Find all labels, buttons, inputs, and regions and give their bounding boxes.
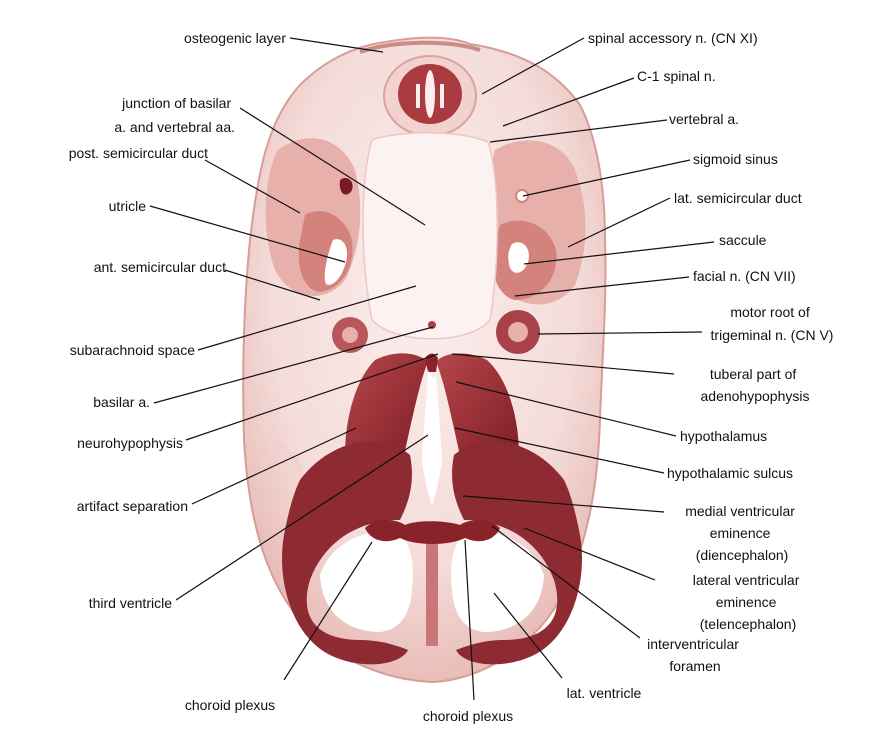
leader-subarachnoid-space: [197, 285, 417, 351]
leader-lateral-ventricular: [523, 527, 656, 581]
label-hypothalamic-sulcus: hypothalamic sulcus: [667, 465, 793, 481]
label-facial-n: facial n. (CN VII): [693, 268, 796, 284]
diencephalon: [345, 353, 519, 467]
label-lat-ventricle: lat. ventricle: [567, 685, 642, 701]
right-inner-ear: [489, 140, 586, 354]
label-post-semicircular-duct: post. semicircular duct: [69, 145, 208, 161]
label-junction-basilar-vertebral: junction of basilar a. and vertebral aa.: [114, 95, 235, 135]
right-lateral-ventricle: [451, 530, 544, 632]
leader-medial-ventricular: [462, 495, 665, 513]
third-ventricle-cleft: [422, 370, 442, 505]
spinal-cord: [383, 55, 477, 137]
label-c1-spinal-n: C-1 spinal n.: [637, 68, 716, 84]
label-hypothalamus: hypothalamus: [680, 428, 767, 444]
label-tuberal-part-adenohypophysis: tuberal part of adenohypophysis: [701, 366, 810, 404]
tissue-section: [242, 36, 607, 684]
leader-choroid-plexus-center: [464, 539, 475, 701]
leader-junction-basilar: [239, 107, 426, 226]
label-utricle: utricle: [109, 198, 147, 214]
artifact-band: [259, 418, 303, 472]
choroid-plexus: [365, 520, 500, 544]
leader-interventricular: [491, 525, 641, 639]
label-osteogenic-layer: osteogenic layer: [184, 30, 286, 46]
leader-hypothalamic-sulcus: [454, 427, 665, 474]
label-motor-root-trigeminal: motor root of trigeminal n. (CN V): [711, 304, 834, 343]
label-lat-semicircular-duct: lat. semicircular duct: [674, 190, 802, 206]
label-artifact-separation: artifact separation: [77, 498, 188, 514]
label-medial-ventricular-eminence: medial ventricular eminence (diencephalo…: [685, 503, 799, 563]
label-subarachnoid-space: subarachnoid space: [70, 342, 196, 358]
leader-motor-root: [537, 331, 703, 335]
label-spinal-accessory-n: spinal accessory n. (CN XI): [588, 30, 758, 46]
leader-osteogenic-layer: [289, 37, 384, 53]
leader-ant-semicircular: [224, 269, 321, 301]
leader-lines: [149, 37, 715, 701]
labels: osteogenic layer junction of basilar a. …: [69, 30, 834, 724]
leader-basilar-a: [153, 326, 434, 404]
leader-facial-n: [514, 276, 690, 297]
leader-third-ventricle: [175, 434, 429, 601]
label-basilar-a: basilar a.: [93, 394, 150, 410]
leader-hypothalamus: [455, 381, 677, 437]
label-vertebral-a: vertebral a.: [669, 111, 739, 127]
label-interventricular-foramen: interventricular foramen: [647, 636, 743, 674]
leader-utricle: [149, 205, 346, 263]
leader-tuberal-part: [451, 353, 675, 375]
label-neurohypophysis: neurohypophysis: [77, 435, 183, 451]
label-ant-semicircular-duct: ant. semicircular duct: [94, 259, 226, 275]
label-lateral-ventricular-eminence: lateral ventricular eminence (telencepha…: [693, 572, 804, 632]
left-inner-ear: [265, 138, 368, 353]
leader-post-semicircular: [204, 159, 301, 214]
basilar-artery: [428, 321, 436, 329]
label-saccule: saccule: [719, 232, 767, 248]
leader-choroid-plexus-left: [283, 541, 373, 681]
leader-spinal-accessory: [481, 37, 585, 95]
leader-vertebral-a: [489, 119, 668, 143]
pons-region: [362, 131, 498, 340]
leader-lat-semicircular: [567, 197, 671, 248]
leader-c1-spinal: [502, 77, 635, 127]
label-third-ventricle: third ventricle: [89, 595, 172, 611]
left-lateral-ventricle: [320, 530, 413, 632]
osteogenic-layer-rim: [359, 40, 481, 54]
leader-neurohypophysis: [185, 353, 439, 441]
label-choroid-plexus-left: choroid plexus: [185, 697, 275, 713]
label-choroid-plexus-center: choroid plexus: [423, 708, 513, 724]
label-sigmoid-sinus: sigmoid sinus: [693, 151, 778, 167]
leader-artifact-separation: [191, 427, 357, 505]
leader-sigmoid-sinus: [522, 159, 691, 197]
leader-saccule: [523, 241, 715, 265]
leader-lat-ventricle: [493, 592, 563, 679]
